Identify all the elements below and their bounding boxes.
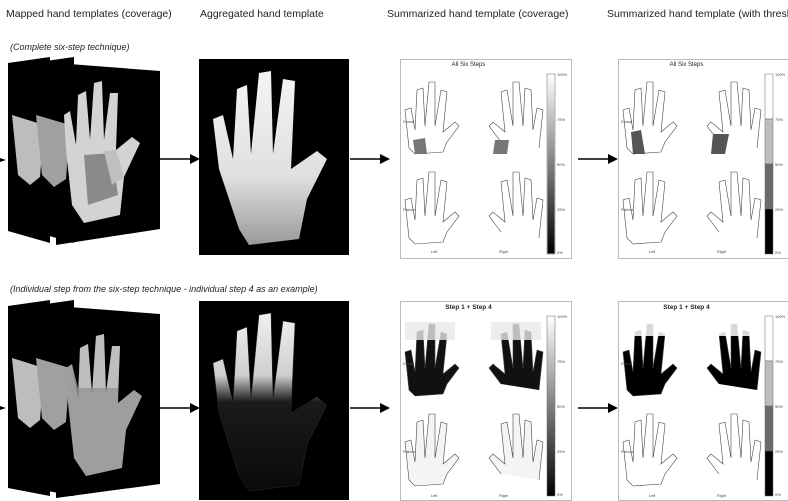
row1-subtitle: (Complete six-step technique) [10,42,130,52]
row1-cbar-tick-100: 100% [557,72,567,77]
row2-arrow-3 [578,402,618,414]
row1-th-tick-100: 100% [775,72,785,77]
row2-palmar-label: Palmar [403,450,415,454]
row2-th-right-label: Right [717,494,726,498]
row1-left-label: Left [431,250,437,254]
row1-aggregated-panel [199,59,349,255]
row2-th-tick-0: 0% [775,492,781,497]
row1-dorsal-label: Dorsal [403,120,414,124]
row2-entry-arrow [0,403,10,413]
row2-subtitle: (Individual step from the six-step techn… [10,284,318,294]
row1-cbar-tick-25: 25% [557,207,565,212]
row1-th-tick-25: 25% [775,207,783,212]
row2-arrow-2 [350,402,390,414]
row2-cbar-tick-75: 75% [557,359,565,364]
row1-th-right-label: Right [717,250,726,254]
header-aggregated-template: Aggregated hand template [200,8,324,20]
row1-cbar-tick-50: 50% [557,162,565,167]
row1-palmar-label: Palmar [403,208,415,212]
row1-cbar-tick-0: 0% [557,250,563,255]
row2-summary-threshold: Step 1 + Step 4 Dorsal Palmar Left Right… [618,301,788,501]
row1-th-tick-50: 50% [775,162,783,167]
row1-arrow-3 [578,153,618,165]
header-summarized-coverage: Summarized hand template (coverage) [387,8,569,20]
row2-arrow-1 [160,402,200,414]
row2-th-tick-100: 100% [775,314,785,319]
row2-cbar-tick-100: 100% [557,314,567,319]
header-summarized-threshold: Summarized hand template (with threshold [607,8,788,20]
row2-th-tick-50: 50% [775,404,783,409]
row2-cbar-tick-0: 0% [557,492,563,497]
row1-right-label: Right [499,250,508,254]
row2-th-tick-25: 25% [775,449,783,454]
row1-th-palmar-label: Palmar [621,208,633,212]
row2-left-label: Left [431,494,437,498]
row1-th-tick-0: 0% [775,250,781,255]
row1-th-left-label: Left [649,250,655,254]
row1-summary-coverage: All Six Steps Dorsal Palmar Left Right 1… [400,59,572,259]
row2-cbar-tick-25: 25% [557,449,565,454]
row1-arrow-1 [160,153,200,165]
row1-summary-threshold: All Six Steps Dorsal Palmar Left Right 1… [618,59,788,259]
row2-th-left-label: Left [649,494,655,498]
row1-th-dorsal-label: Dorsal [621,120,632,124]
row1-th-tick-75: 75% [775,117,783,122]
row2-aggregated-panel [199,301,349,500]
row2-th-dorsal-label: Dorsal [621,362,632,366]
row2-cbar-tick-50: 50% [557,404,565,409]
row2-th-palmar-label: Palmar [621,450,633,454]
row2-right-label: Right [499,494,508,498]
row2-summary-coverage: Step 1 + Step 4 Dorsal Palmar Left Right… [400,301,572,501]
row1-arrow-2 [350,153,390,165]
row1-cbar-tick-75: 75% [557,117,565,122]
header-mapped-templates: Mapped hand templates (coverage) [6,8,172,20]
row1-entry-arrow [0,155,10,165]
row2-dorsal-label: Dorsal [403,362,414,366]
row2-th-tick-75: 75% [775,359,783,364]
